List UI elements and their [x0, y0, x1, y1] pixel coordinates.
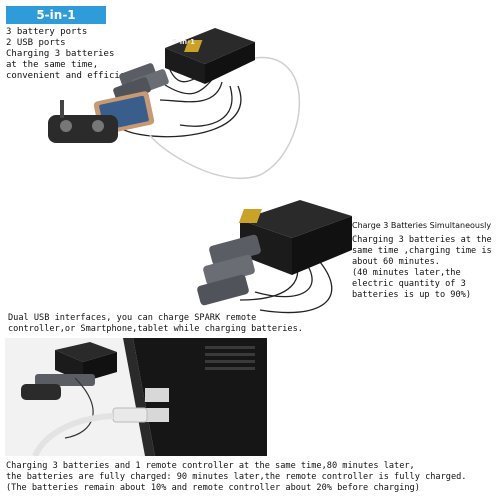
usb-photo	[5, 338, 267, 456]
charging-hub-middle	[238, 200, 352, 275]
hub-logo	[184, 40, 203, 52]
charge3-description: Charging 3 batteries at the same time ,c…	[352, 235, 497, 301]
hub-logo-middle	[238, 209, 262, 223]
charge3-line: about 60 minutes.	[352, 257, 440, 267]
title-badge: 5-in-1	[6, 6, 106, 24]
charging-hub	[165, 28, 255, 84]
charge3-line: electric quantity of 3	[352, 279, 466, 289]
feature-line: 3 battery ports	[6, 27, 88, 37]
bottom-line: the batteries are fully charged: 90 minu…	[6, 472, 467, 482]
charge3-title: Charge 3 Batteries Simultaneously	[352, 221, 492, 230]
remote-controller	[48, 100, 118, 143]
usb-port-2	[145, 408, 169, 422]
bottom-line: (The batteries remain about 10% and remo…	[6, 483, 420, 493]
dual-usb-description: Dual USB interfaces, you can charge SPAR…	[8, 313, 338, 335]
usb-photo-art	[5, 338, 267, 456]
charge3-line: Charging 3 batteries at the	[352, 235, 492, 245]
hub-brand-label: 5-in-1	[172, 38, 195, 46]
feature-line: 2 USB ports	[6, 38, 66, 48]
charge3-line: batteries is up to 90%)	[352, 290, 471, 300]
feature-line: convenient and efficient	[6, 71, 137, 81]
bottom-line: Charging 3 batteries and 1 remote contro…	[6, 461, 415, 471]
dual-usb-line: Dual USB interfaces, you can charge SPAR…	[8, 313, 257, 323]
feature-line: at the same time,	[6, 60, 99, 70]
bottom-description: Charging 3 batteries and 1 remote contro…	[6, 461, 496, 494]
feature-line: Charging 3 batteries	[6, 49, 115, 59]
usb-cable-white	[149, 56, 301, 180]
batteries-middle	[197, 234, 261, 306]
feature-list: 3 battery ports 2 USB ports Charging 3 b…	[6, 27, 146, 82]
charge3-line: (40 minutes later,the	[352, 268, 461, 278]
dual-usb-line: controller,or Smartphone,tablet while ch…	[8, 324, 303, 334]
usb-port-1	[145, 388, 169, 402]
charge3-line: same time ,charging time is	[352, 246, 492, 256]
usb-plug	[112, 407, 148, 423]
